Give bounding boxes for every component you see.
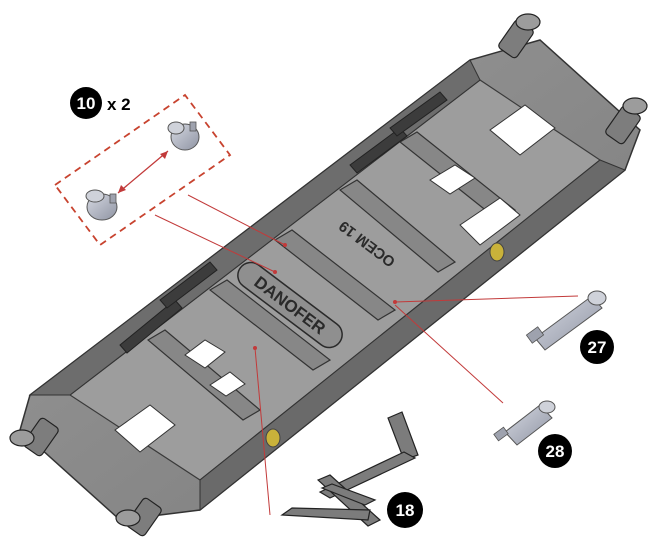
dashed-box bbox=[53, 93, 232, 247]
part-28 bbox=[493, 400, 556, 446]
part-10-piece-a bbox=[167, 121, 200, 151]
buffers bbox=[9, 13, 648, 537]
callout-27-number: 27 bbox=[588, 338, 607, 357]
suspension-springs bbox=[119, 91, 448, 354]
buffer-bottom-left bbox=[9, 417, 59, 457]
callout-28-number: 28 bbox=[546, 442, 565, 461]
frame-front-rail bbox=[199, 159, 626, 512]
buffer-top-right bbox=[605, 97, 648, 145]
buffer-top-left bbox=[498, 13, 541, 59]
part-27 bbox=[525, 290, 607, 351]
part-18 bbox=[280, 411, 419, 527]
buffer-bottom-right bbox=[115, 497, 162, 537]
callout-10-number: 10 bbox=[77, 94, 96, 113]
double-arrow bbox=[117, 150, 169, 194]
frame-openings bbox=[114, 104, 556, 453]
leader-lines bbox=[154, 194, 579, 516]
part-10-piece-b bbox=[85, 189, 118, 221]
callout-28: 28 bbox=[538, 434, 572, 468]
leader-dots bbox=[253, 243, 397, 350]
callout-10: 10 x 2 bbox=[70, 87, 131, 119]
frame-side-rail bbox=[28, 59, 481, 396]
callout-10-quantity: x 2 bbox=[107, 95, 131, 114]
callout-27: 27 bbox=[580, 330, 614, 364]
axle-boxes bbox=[265, 242, 505, 448]
callout-18-number: 18 bbox=[396, 501, 415, 520]
chassis-frame: DANOFER OCEM 19 bbox=[9, 13, 648, 537]
part-10-group bbox=[53, 93, 232, 247]
callout-18: 18 bbox=[387, 492, 423, 528]
